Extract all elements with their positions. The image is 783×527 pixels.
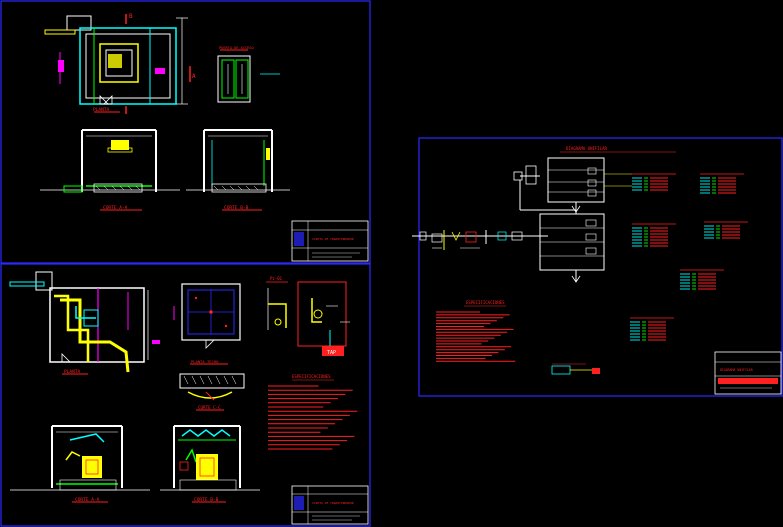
cable-table (680, 269, 724, 290)
cable-table (630, 317, 674, 341)
sheet-3-notes-title: ESPECIFICACIONES (466, 300, 505, 305)
cut-mark-b: B (129, 13, 133, 20)
roof-plan-title: PLANTA TECHO (191, 359, 219, 364)
sheet-2-section-bb: CORTE B-B (160, 425, 260, 503)
sheet-1-frame (0, 0, 371, 264)
sheet-3-title-block: DIAGRAMA UNIFILAR (714, 351, 782, 395)
sheet-2-section-bb-title: CORTE B-B (194, 497, 219, 503)
sheet-2-roof-plan: PLANTA TECHO (173, 283, 241, 365)
cut-mark-a: A (192, 73, 196, 80)
cable-table (700, 173, 744, 194)
section-aa-title: CORTE A-A (103, 205, 128, 211)
cable-table (704, 221, 748, 239)
sheet-2-title-heading: CASETA DE TRANSFORMADOR (312, 501, 354, 505)
sheet-2-notes-lines (268, 385, 358, 450)
sheet-3-title-heading: DIAGRAMA UNIFILAR (720, 368, 753, 372)
sheet-1-section-aa: CORTE A-A (40, 129, 180, 211)
sheet-3-specifications: ESPECIFICACIONES (436, 300, 516, 362)
sheet-1-plan-title: PLANTA (93, 107, 110, 113)
sheet-3-frame (418, 137, 783, 397)
sheet-2-section-aa-title: CORTE A-A (75, 497, 100, 503)
sheet-2: PLANTA PLANTA TECHO CORTE C-C (0, 263, 371, 527)
section-cc-title: CORTE C-C (198, 405, 221, 410)
grounding-title: Pz-01 (270, 276, 283, 281)
sheet-2-section-aa: CORTE A-A (10, 425, 150, 503)
sheet-1-title-block: CASETA DE TRANSFORMADOR (291, 220, 369, 262)
sheet-2-plan-view: PLANTA (9, 271, 160, 375)
cable-table (632, 223, 676, 247)
sheet-3-cable-tables (630, 173, 748, 341)
sheet-1: A B PLANTA PUERTA DE ACCESO (0, 0, 371, 264)
sheet-2-specifications: ESPECIFICACIONES (268, 374, 358, 450)
sheet-3-ground-detail (551, 363, 600, 375)
sheet-1-title-heading: CASETA DE TRANSFORMADOR (312, 237, 354, 241)
section-bb-title: CORTE B-B (224, 205, 249, 211)
sheet-3-lower-panel (539, 213, 605, 283)
sheet-3-main-feeder (412, 230, 548, 250)
sheet-2-title-block: CASETA DE TRANSFORMADOR (291, 485, 369, 525)
sheet-1-section-bb: CORTE B-B (186, 129, 290, 211)
sheet-2-section-cc: CORTE C-C (179, 373, 245, 411)
sheet-1-plan-view: A B PLANTA (44, 13, 196, 114)
sheet-2-frame (0, 263, 371, 527)
grounding-tap-label: TAP (327, 350, 336, 356)
sheet-2-plan-title: PLANTA (64, 369, 81, 375)
cable-table (632, 173, 676, 191)
sheet-2-grounding-diagram: Pz-01 TAP (266, 276, 350, 356)
sheet-1-door-detail: PUERTA DE ACCESO (217, 46, 280, 103)
sheet-3: DIAGRAMA UNIFILAR (412, 137, 783, 397)
door-detail-title: PUERTA DE ACCESO (219, 46, 254, 50)
sheet-3-notes-lines (436, 311, 516, 362)
sheet-3-title: DIAGRAMA UNIFILAR (566, 146, 608, 151)
sheet-2-notes-title: ESPECIFICACIONES (292, 374, 331, 379)
sheet-3-upper-panel (513, 157, 632, 214)
